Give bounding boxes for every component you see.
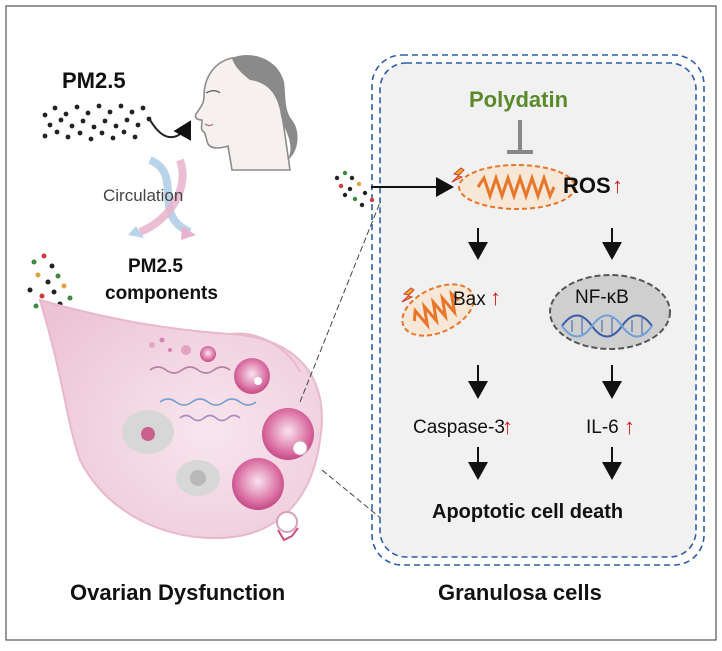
entering-particles bbox=[334, 170, 375, 208]
ros-up-arrow: ↑ bbox=[612, 173, 623, 198]
ros-label: ROS bbox=[563, 173, 611, 198]
bax-damage-icon bbox=[401, 287, 415, 303]
nucleus-nfkb bbox=[549, 274, 671, 350]
components-label-line1: PM2.5 bbox=[128, 256, 183, 277]
zoom-line-top bbox=[299, 194, 384, 403]
components-label-line2: components bbox=[105, 283, 218, 304]
caspase-up-arrow: ↑ bbox=[502, 414, 513, 439]
inhalation-arrow bbox=[149, 119, 191, 141]
nfkb-label: NF-κB bbox=[575, 287, 629, 308]
zoom-line-bottom bbox=[321, 469, 384, 521]
apoptosis-label: Apoptotic cell death bbox=[432, 501, 623, 523]
ovary-illustration bbox=[38, 298, 323, 542]
bax-up-arrow: ↑ bbox=[490, 285, 501, 310]
bax-label: Bax bbox=[453, 289, 486, 310]
mitochondrion-top bbox=[451, 164, 576, 210]
il6-up-arrow: ↑ bbox=[624, 414, 635, 439]
left-footer-label: Ovarian Dysfunction bbox=[70, 580, 285, 605]
circulation-arrows bbox=[128, 156, 196, 240]
il6-label: IL-6 bbox=[586, 417, 619, 438]
cell-outer-border bbox=[371, 54, 705, 566]
pm25-label: PM2.5 bbox=[62, 68, 126, 93]
circulation-label: Circulation bbox=[103, 186, 183, 205]
pm25-particles bbox=[42, 103, 152, 142]
mitochondrion-bax bbox=[401, 283, 475, 337]
right-footer-label: Granulosa cells bbox=[438, 580, 602, 605]
polydatin-label: Polydatin bbox=[469, 87, 568, 112]
caspase-label: Caspase-3 bbox=[413, 417, 505, 438]
woman-face-illustration bbox=[194, 55, 298, 171]
